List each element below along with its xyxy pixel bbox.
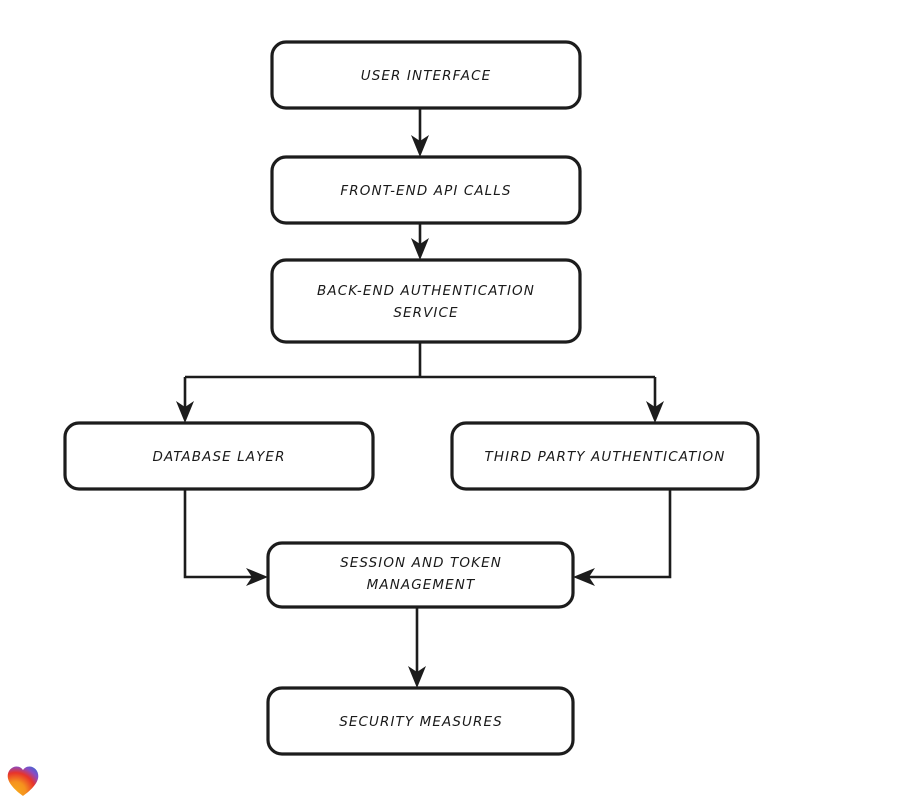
node-label-front-end-api-calls: FRONT-END API CALLS — [340, 183, 511, 199]
node-box-user-interface[interactable] — [270, 40, 582, 110]
node-box-back-end-authentication-service[interactable] — [270, 258, 582, 344]
node-box-third-party-authentication[interactable] — [450, 421, 760, 491]
node-label-user-interface: USER INTERFACE — [361, 68, 491, 84]
node-label-session-and-token-management-line1: SESSION AND TOKEN — [340, 555, 502, 571]
node-label-database-layer: DATABASE LAYER — [152, 449, 285, 465]
node-label-session-and-token-management-line2: MANAGEMENT — [367, 577, 476, 593]
node-box-front-end-api-calls[interactable] — [270, 155, 582, 225]
node-third-party-authentication[interactable]: THIRD PARTY AUTHENTICATION — [450, 421, 760, 491]
node-label-security-measures: SECURITY MEASURES — [339, 714, 503, 730]
edge-auth-to-database — [176, 377, 194, 423]
node-user-interface[interactable]: USER INTERFACE — [270, 40, 582, 110]
node-database-layer[interactable]: DATABASE LAYER — [63, 421, 375, 491]
edge-database-to-session — [183, 489, 268, 586]
edge-auth-split-trunk — [185, 342, 655, 379]
node-box-database-layer[interactable] — [63, 421, 375, 491]
edge-api-to-auth — [411, 223, 429, 260]
heart-icon — [7, 766, 39, 796]
node-front-end-api-calls[interactable]: FRONT-END API CALLS — [270, 155, 582, 225]
edge-auth-to-thirdparty — [646, 377, 664, 423]
edge-thirdparty-to-session — [573, 489, 672, 586]
node-box-security-measures[interactable] — [266, 686, 575, 756]
node-label-back-end-authentication-service-line2: SERVICE — [393, 305, 458, 321]
node-back-end-authentication-service[interactable]: BACK-END AUTHENTICATION SERVICE — [270, 258, 582, 344]
node-box-session-and-token-management[interactable] — [266, 541, 575, 609]
edge-session-to-security — [408, 607, 426, 688]
edge-ui-to-api — [411, 108, 429, 157]
node-session-and-token-management[interactable]: SESSION AND TOKEN MANAGEMENT — [266, 541, 575, 609]
node-label-third-party-authentication: THIRD PARTY AUTHENTICATION — [485, 449, 726, 465]
node-label-back-end-authentication-service-line1: BACK-END AUTHENTICATION — [317, 283, 535, 299]
node-security-measures[interactable]: SECURITY MEASURES — [266, 686, 575, 756]
